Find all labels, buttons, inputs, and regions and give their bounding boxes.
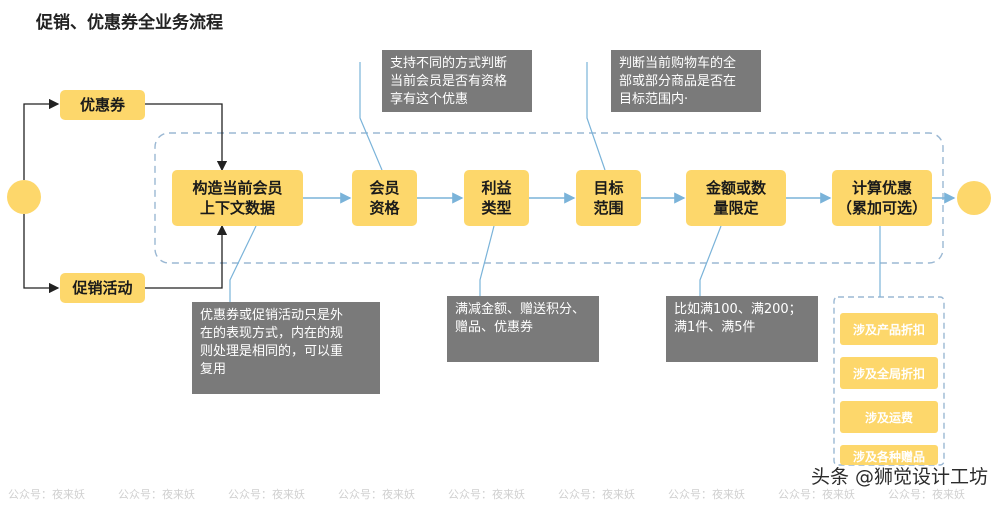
- watermark-text: 公众号：夜来妖: [448, 488, 525, 501]
- qualification-note: 支持不同的方式判断 当前会员是否有资格 享有这个优惠: [382, 50, 532, 112]
- start-to-promotion-line: [23, 214, 60, 294]
- target-note: 判断当前购物车的全 部或部分商品是否在 目标范围内·: [611, 50, 761, 112]
- target-scope-step: 目标 范围: [576, 170, 641, 226]
- watermark-text: 公众号：夜来妖: [8, 488, 85, 501]
- benefit-note-leader: [479, 225, 495, 296]
- context-note-leader: [229, 225, 257, 302]
- context-note: 优惠券或促销活动只是外 在的表现方式，内在的规 则处理是相同的，可以重 复用: [192, 302, 380, 394]
- watermark-text: 公众号：夜来妖: [118, 488, 195, 501]
- coupon-box: 优惠券: [60, 90, 145, 120]
- corner-watermark: 头条 @狮觉设计工坊: [810, 466, 988, 488]
- watermark-text: 公众号：夜来妖: [888, 488, 965, 501]
- calc-item-product-discount: 涉及产品折扣: [840, 313, 938, 345]
- calc-discount-step: 计算优惠 （累加可选）: [832, 170, 932, 226]
- calc-item-global-discount: 涉及全局折扣: [840, 357, 938, 389]
- start-node: [7, 180, 41, 214]
- calc-items-dashed-frame: [833, 296, 945, 466]
- promotion-box: 促销活动: [60, 273, 145, 303]
- watermark-text: 公众号：夜来妖: [558, 488, 635, 501]
- build-context-step: 构造当前会员 上下文数据: [172, 170, 303, 226]
- benefit-type-step: 利益 类型: [464, 170, 529, 226]
- member-qualification-step: 会员 资格: [352, 170, 417, 226]
- watermark-text: 公众号：夜来妖: [338, 488, 415, 501]
- watermark-text: 公众号：夜来妖: [778, 488, 855, 501]
- promotion-to-context-line: [145, 224, 228, 289]
- calc-item-shipping: 涉及运费: [840, 401, 938, 433]
- amount-limit-step: 金额或数 量限定: [686, 170, 786, 226]
- qualification-note-leader: [359, 62, 383, 171]
- target-note-leader: [586, 62, 606, 171]
- start-to-coupon-line: [23, 98, 60, 180]
- watermark-text: 公众号：夜来妖: [228, 488, 305, 501]
- coupon-to-context-line: [145, 103, 228, 172]
- end-node: [957, 181, 991, 215]
- page-title: 促销、优惠券全业务流程: [36, 13, 223, 33]
- watermark-text: 公众号：夜来妖: [668, 488, 745, 501]
- calc-item-gifts: 涉及各种赠品: [840, 445, 938, 465]
- amount-note: 比如满100、满200； 满1件、满5件: [666, 296, 818, 362]
- amount-note-leader: [699, 225, 722, 296]
- benefit-note: 满减金额、赠送积分、 赠品、优惠券: [447, 296, 599, 362]
